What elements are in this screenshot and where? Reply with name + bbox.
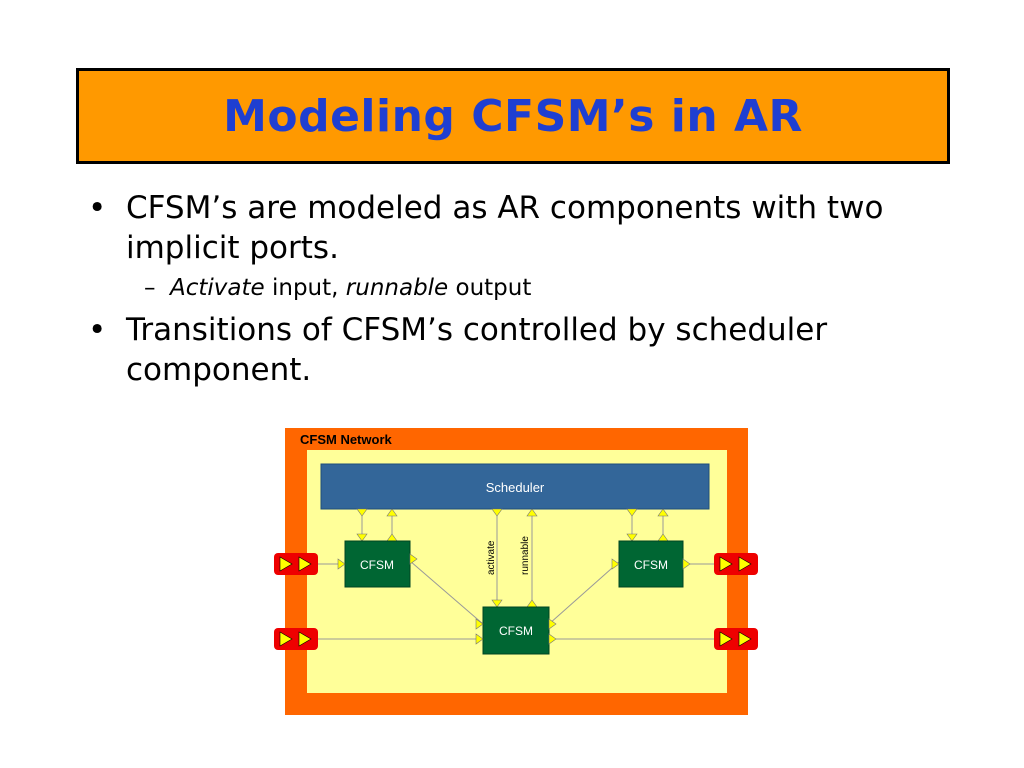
scheduler-label: Scheduler (486, 480, 545, 495)
cfsm-right-label: CFSM (634, 558, 668, 572)
external-port-left-bottom-icon (273, 627, 319, 651)
sub-bullet-output: output (448, 275, 532, 301)
sub-bullet-item-1: – Activate input, runnable output (88, 272, 948, 304)
cfsm-left-box (344, 540, 411, 588)
runnable-label: runnable (520, 536, 531, 575)
cfsm-left-label: CFSM (360, 558, 394, 572)
cfsm-bottom-label: CFSM (499, 624, 533, 638)
external-port-right-bottom-icon (713, 627, 759, 651)
sub-bullet-activate: Activate (170, 275, 265, 301)
bullet-list: • CFSM’s are modeled as AR components wi… (88, 188, 948, 390)
bullet-item-1: • CFSM’s are modeled as AR components wi… (88, 188, 948, 268)
scheduler-box (320, 463, 710, 510)
bullet-glyph: • (88, 312, 107, 348)
external-port-left-top-icon (273, 552, 319, 576)
external-port-right-top-icon (713, 552, 759, 576)
sub-bullet-runnable: runnable (345, 275, 449, 301)
bullet-item-2: • Transitions of CFSM’s controlled by sc… (88, 310, 948, 390)
bullet-2-text: Transitions of CFSM’s controlled by sche… (126, 312, 828, 388)
dash-glyph: – (144, 275, 156, 301)
network-label: CFSM Network (300, 432, 393, 447)
cfsm-network-diagram: CFSM Network Scheduler (270, 425, 770, 725)
slide-title: Modeling CFSM’s in AR (223, 90, 803, 142)
cfsm-bottom-box (482, 606, 550, 655)
sub-bullet-input: input, (264, 275, 346, 301)
bullet-1-text: CFSM’s are modeled as AR components with… (126, 190, 884, 266)
activate-label: activate (486, 540, 497, 575)
title-banner: Modeling CFSM’s in AR (76, 68, 950, 164)
bullet-glyph: • (88, 190, 107, 226)
